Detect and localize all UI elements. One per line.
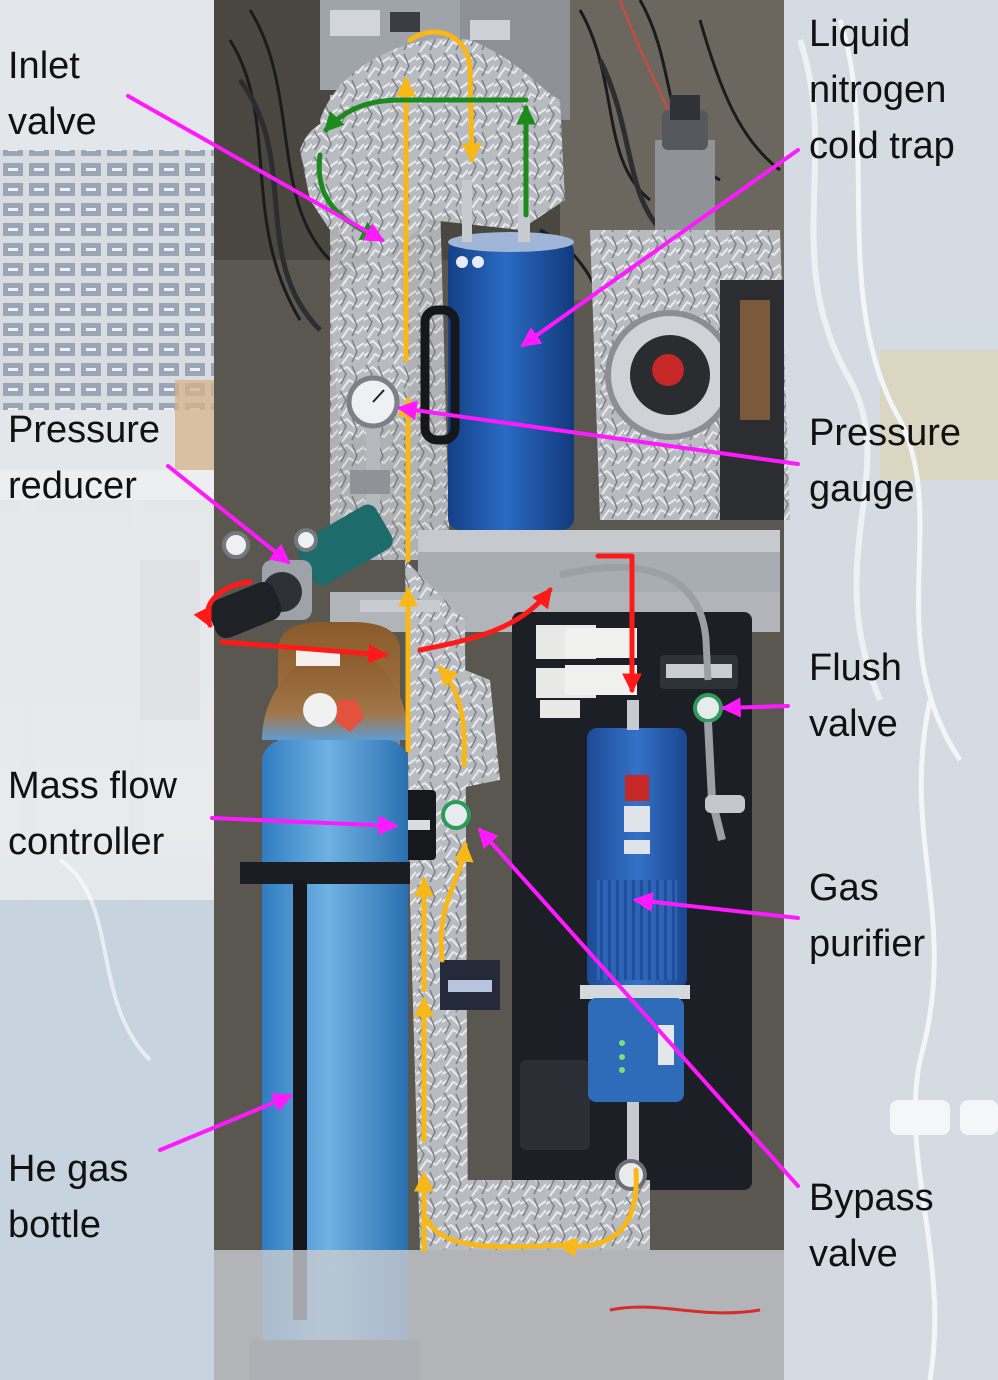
annotation-arrows [126, 94, 800, 1188]
label-pressure-reducer: Pressure reducer [8, 409, 161, 507]
pressure-gauge [346, 375, 400, 510]
mass-flow-unit [398, 560, 650, 1250]
arrow-pressure-gauge [396, 400, 800, 466]
label-gas-purifier: Gas purifier [809, 867, 926, 965]
red-flow-arrows [193, 553, 642, 694]
arrow-pressure-reducer [166, 464, 291, 565]
gas-purifier-unit [580, 700, 690, 1162]
arrow-he-bottle [158, 1093, 294, 1152]
label-bypass-valve: Bypass valve [809, 1177, 934, 1275]
arrow-gas-purifier [632, 891, 800, 920]
arrow-flush-valve [720, 697, 790, 718]
arrow-bypass-valve [477, 827, 800, 1188]
label-mass-flow-controller: Mass flow controller [8, 765, 177, 863]
label-pressure-gauge: Pressure gauge [809, 412, 962, 510]
label-flush-valve: Flush valve [809, 647, 902, 745]
yellow-flow-arrows [396, 29, 639, 1257]
arrow-cold-trap [520, 148, 800, 347]
label-cold-trap: Liquid nitrogen cold trap [809, 13, 955, 167]
label-he-bottle: He gas bottle [8, 1148, 129, 1246]
label-inlet-valve: Inlet valve [8, 45, 97, 143]
arrow-inlet-valve [126, 94, 385, 242]
cold-trap-dewar [420, 180, 574, 530]
apparatus [208, 0, 790, 1380]
arrow-mass-flow-controller [210, 815, 399, 836]
